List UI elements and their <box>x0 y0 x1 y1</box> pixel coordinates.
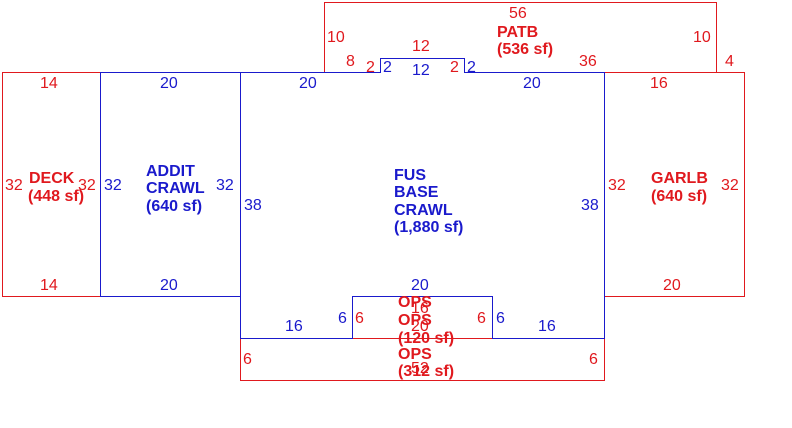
addit-name-line2: CRAWL <box>146 180 205 197</box>
deck-bottom-dim: 14 <box>40 277 58 294</box>
fus-right-dim: 38 <box>581 197 599 214</box>
fus-bump-left-dim: 2 <box>383 59 392 76</box>
deck-area: (448 sf) <box>28 188 84 205</box>
garlb-name: GARLB <box>651 170 708 187</box>
fus-notch-right-dim: 6 <box>496 310 505 327</box>
patb-name: PATB <box>497 24 538 41</box>
ops1-right-dim: 6 <box>477 310 486 327</box>
fus-notch-left-dim: 6 <box>338 310 347 327</box>
garlb-right-dim: 32 <box>721 177 739 194</box>
ops1-name-b: OPS <box>398 312 432 329</box>
patb-top-dim: 56 <box>509 5 527 22</box>
patb-bottom-left-dim: 8 <box>346 53 355 70</box>
addit-top-dim: 20 <box>160 75 178 92</box>
fus-left-dim: 38 <box>244 197 262 214</box>
fus-area: (1,880 sf) <box>394 219 463 236</box>
ops-lower-outline <box>240 338 605 381</box>
fus-notch-bottom-dim: 20 <box>411 277 429 294</box>
addit-area: (640 sf) <box>146 198 202 215</box>
fus-top-left-dim: 20 <box>299 75 317 92</box>
ops1-area: (120 sf) <box>398 330 454 347</box>
fus-bottom-left-dim: 16 <box>285 318 303 335</box>
ops2-name: OPS <box>398 346 432 363</box>
ops2-area: (312 sf) <box>398 363 454 380</box>
deck-name: DECK <box>29 170 75 187</box>
fus-bump-right-dim: 2 <box>467 59 476 76</box>
addit-bottom-dim: 20 <box>160 277 178 294</box>
deck-right-dim: 32 <box>78 177 96 194</box>
patb-right-dim: 10 <box>693 29 711 46</box>
fus-bump-top-dim: 12 <box>412 62 430 79</box>
fus-outline <box>240 58 605 339</box>
fus-name-line3: CRAWL <box>394 202 453 219</box>
ops1-dim-a: 16 <box>411 300 429 317</box>
patb-side-dim: 4 <box>725 53 734 70</box>
fus-top-right-dim: 20 <box>523 75 541 92</box>
patb-bottom-mid-dim: 12 <box>412 38 430 55</box>
ops2-dim: 52 <box>411 360 429 377</box>
patb-area: (536 sf) <box>497 41 553 58</box>
deck-top-dim: 14 <box>40 75 58 92</box>
ops1-left-dim: 6 <box>355 310 364 327</box>
ops1-name-a: OPS <box>398 294 432 311</box>
addit-name-line1: ADDIT <box>146 163 195 180</box>
fus-name-line1: FUS <box>394 167 426 184</box>
patb-bump-left-dim: 2 <box>366 59 375 76</box>
ops2-left-dim: 6 <box>243 351 252 368</box>
addit-left-dim: 32 <box>104 177 122 194</box>
garlb-top-dim: 16 <box>650 75 668 92</box>
fus-name-line2: BASE <box>394 184 439 201</box>
ops2-right-dim: 6 <box>589 351 598 368</box>
patb-bottom-right-dim: 36 <box>579 53 597 70</box>
garlb-area: (640 sf) <box>651 188 707 205</box>
addit-right-dim: 32 <box>216 177 234 194</box>
deck-left-dim: 32 <box>5 177 23 194</box>
garlb-left-dim: 32 <box>608 177 626 194</box>
garlb-bottom-dim: 20 <box>663 277 681 294</box>
fus-bottom-right-dim: 16 <box>538 318 556 335</box>
ops1-dim-b: 20 <box>411 318 429 335</box>
patb-left-dim: 10 <box>327 29 345 46</box>
patb-bump-right-dim: 2 <box>450 59 459 76</box>
patb-outline <box>324 2 717 73</box>
